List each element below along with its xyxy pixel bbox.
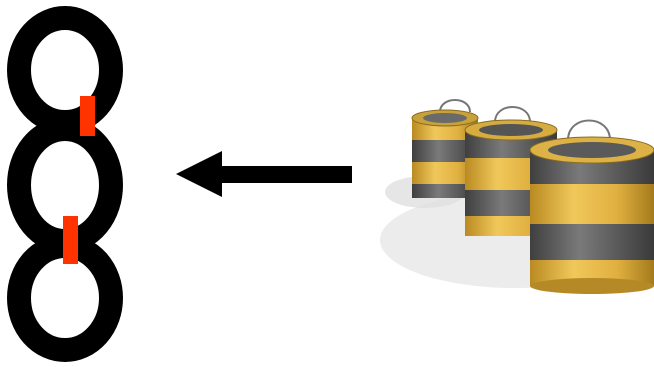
left-arrow: [176, 151, 352, 197]
arrow-shaft: [215, 166, 352, 183]
stacked-tire-barrels: [380, 100, 654, 294]
ring-chain: [19, 18, 111, 350]
ring-top: [19, 18, 111, 122]
link-marker-lower: [63, 216, 78, 264]
link-marker-upper: [80, 96, 95, 136]
barrel-front: [530, 121, 654, 295]
arrow-head: [176, 151, 222, 197]
